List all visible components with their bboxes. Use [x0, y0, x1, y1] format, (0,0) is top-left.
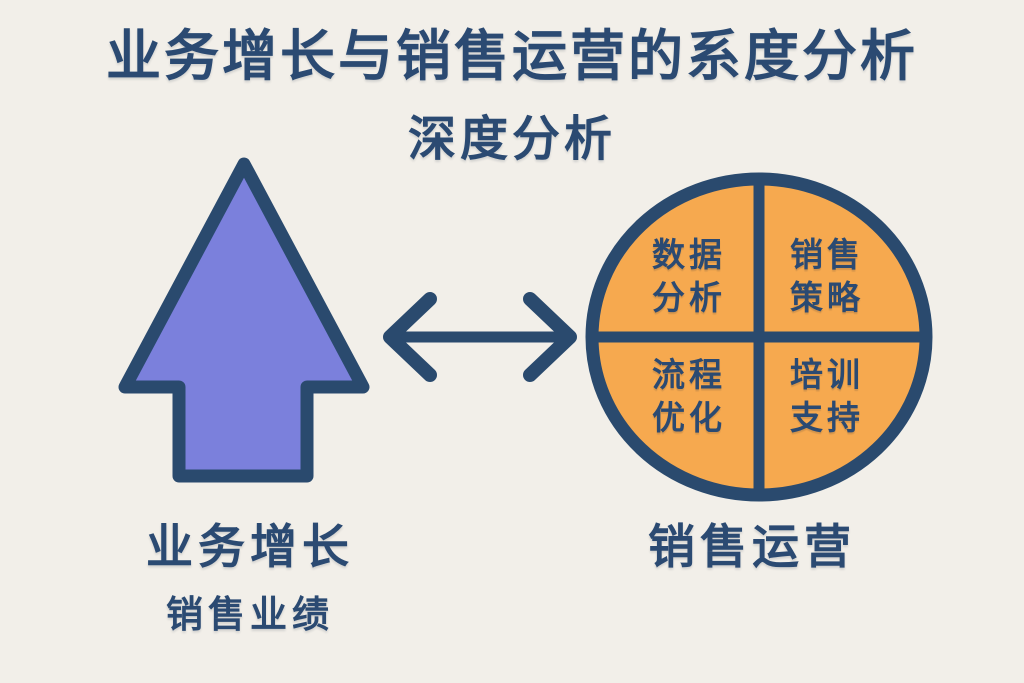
growth-label: 业务增长	[146, 520, 354, 573]
quadrant-label-data-analysis: 数据 分析	[652, 236, 726, 316]
up-arrow-icon	[103, 150, 387, 494]
title-block: 业务增长与销售运营的系度分析 深度分析	[0, 26, 1024, 169]
double-headed-arrow-icon	[378, 283, 582, 391]
operations-label: 销售运营	[648, 520, 856, 573]
quadrant-label-sales-strategy: 销售 策略	[790, 236, 864, 316]
quadrant-label-process-optimization: 流程 优化	[652, 356, 726, 436]
growth-sublabel: 销售业绩	[166, 594, 334, 635]
page-subtitle: 深度分析	[407, 112, 616, 166]
quadrant-label-training-support: 培训 支持	[790, 356, 864, 436]
quadrant-pie-circle: 数据 分析 销售 策略 流程 优化 培训 支持	[584, 171, 934, 503]
page-title: 业务增长与销售运营的系度分析	[105, 25, 918, 87]
